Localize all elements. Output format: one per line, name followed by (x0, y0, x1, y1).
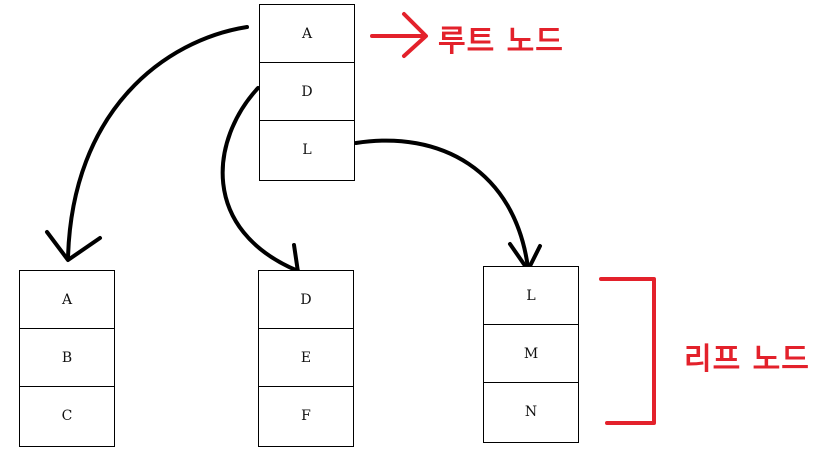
leaf-bracket (599, 277, 656, 425)
leaf-node-1: A B C (19, 270, 115, 447)
arrow-root-l-to-leaf-3 (354, 138, 542, 272)
leaf-1-key-3: C (61, 408, 73, 424)
leaf-3-key-3: N (524, 404, 538, 420)
leaf-2-key-3: F (301, 408, 311, 424)
root-key-1: A (260, 5, 354, 63)
leaf-3-key-1: L (484, 267, 578, 325)
leaf-1-key-1: A (20, 271, 114, 329)
root-key-3: L (302, 142, 312, 158)
leaf-3-key-2: M (484, 325, 578, 383)
root-key-2: D (260, 63, 354, 121)
leaf-2-key-1: D (259, 271, 353, 329)
root-node-label: 루트 노드 (438, 24, 564, 59)
leaf-node-2: D E F (258, 270, 354, 447)
leaf-2-key-2: E (259, 329, 353, 387)
root-pointer-arrow (370, 12, 428, 58)
leaf-node-label: 리프 노드 (684, 342, 810, 377)
leaf-1-key-2: B (20, 329, 114, 387)
leaf-node-3: L M N (483, 266, 579, 443)
arrow-root-a-to-leaf-1 (45, 25, 249, 262)
root-node: A D L (259, 4, 355, 181)
